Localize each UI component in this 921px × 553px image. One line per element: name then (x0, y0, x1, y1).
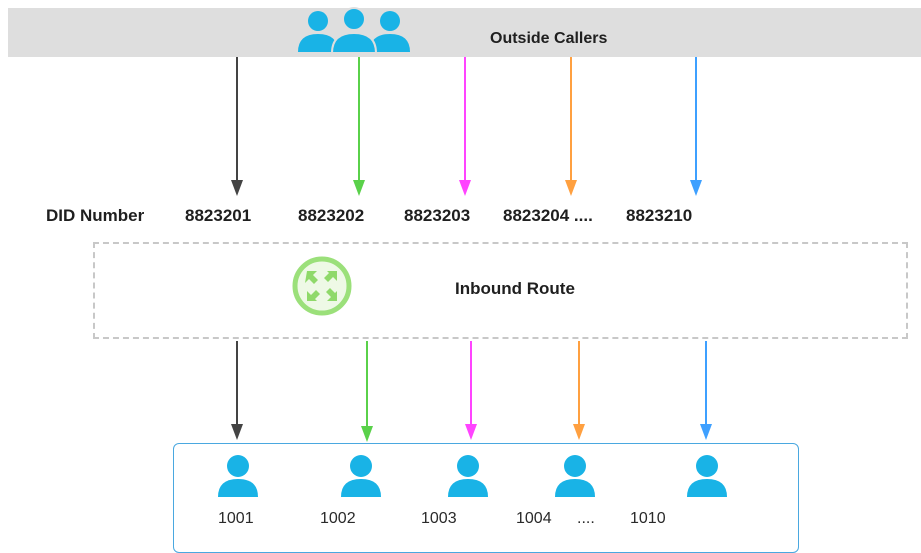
user-icon (448, 455, 488, 497)
extension-number: 1010 (630, 510, 666, 527)
extension-number: 1002 (320, 510, 356, 527)
route-expand-icon (292, 256, 352, 316)
inbound-route-label: Inbound Route (455, 279, 575, 298)
extension-user-icons (218, 455, 727, 497)
outside-callers-label: Outside Callers (490, 30, 608, 47)
did-number: 8823201 (185, 206, 252, 225)
did-number: 8823202 (298, 206, 365, 225)
user-icon (341, 455, 381, 497)
user-icon (218, 455, 258, 497)
did-number: 8823210 (626, 206, 693, 225)
user-icon (687, 455, 727, 497)
extension-ellipsis: .... (577, 510, 595, 527)
user-icon (555, 455, 595, 497)
users-group-icon (298, 7, 410, 54)
caller-arrows (231, 57, 702, 196)
extension-number: 1003 (421, 510, 457, 527)
extension-number: 1004 (516, 510, 552, 527)
outside-callers-bar (8, 8, 921, 57)
extension-arrows (231, 341, 712, 442)
did-number: 8823203 (404, 206, 471, 225)
inbound-route-box (93, 242, 908, 339)
did-number: 8823204 .... (503, 206, 593, 225)
extension-number: 1001 (218, 510, 254, 527)
did-number-label: DID Number (46, 206, 145, 225)
